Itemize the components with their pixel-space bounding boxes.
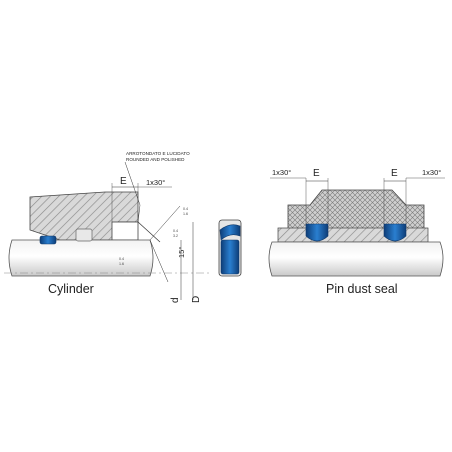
chamfer-line [137, 221, 161, 243]
angle-line [149, 239, 169, 283]
roughness-value: 3.2 [173, 234, 178, 238]
dust-seal-right [383, 223, 407, 242]
seal-profile [218, 219, 242, 277]
note-english: ROUNDED AND POLISHED [126, 157, 185, 162]
note-leader [124, 161, 141, 223]
angle-label: 15° [177, 247, 186, 258]
roughness-value: 1.6 [119, 262, 124, 266]
seal-groove [111, 221, 139, 241]
chamfer-line [149, 205, 181, 241]
roughness-value: 0.4 [183, 207, 188, 211]
cylinder-caption: Cylinder [48, 282, 94, 296]
pin-rod [268, 241, 444, 277]
note-italian: ARROTONDATO E LUCIDATO [126, 151, 190, 156]
cylinder-view: Cylinder ARROTONDATO E LUCIDATO ROUNDED … [4, 151, 242, 303]
groove-right-label: E [391, 168, 398, 179]
groove-left-label: E [313, 168, 320, 179]
roughness-value: 0.4 [119, 257, 124, 261]
dust-seal-left [305, 223, 329, 242]
roughness-value: 0.4 [173, 229, 178, 233]
chamfer-label: 1x30° [146, 178, 165, 187]
pin-caption: Pin dust seal [326, 282, 398, 296]
bore-diameter-label: D [191, 296, 202, 303]
roughness-value: 1.6 [183, 212, 188, 216]
chamfer-left-label: 1x30° [272, 168, 291, 177]
chamfer-right-label: 1x30° [422, 168, 441, 177]
seal-element [39, 235, 57, 245]
rod-diameter-label: d [170, 297, 181, 303]
pin-dust-seal-view: Pin dust seal 1x30° 1x30° E E [268, 168, 445, 296]
groove-width-label: E [120, 176, 127, 187]
cylinder-rod [8, 239, 154, 277]
bearing-ring [75, 228, 93, 242]
